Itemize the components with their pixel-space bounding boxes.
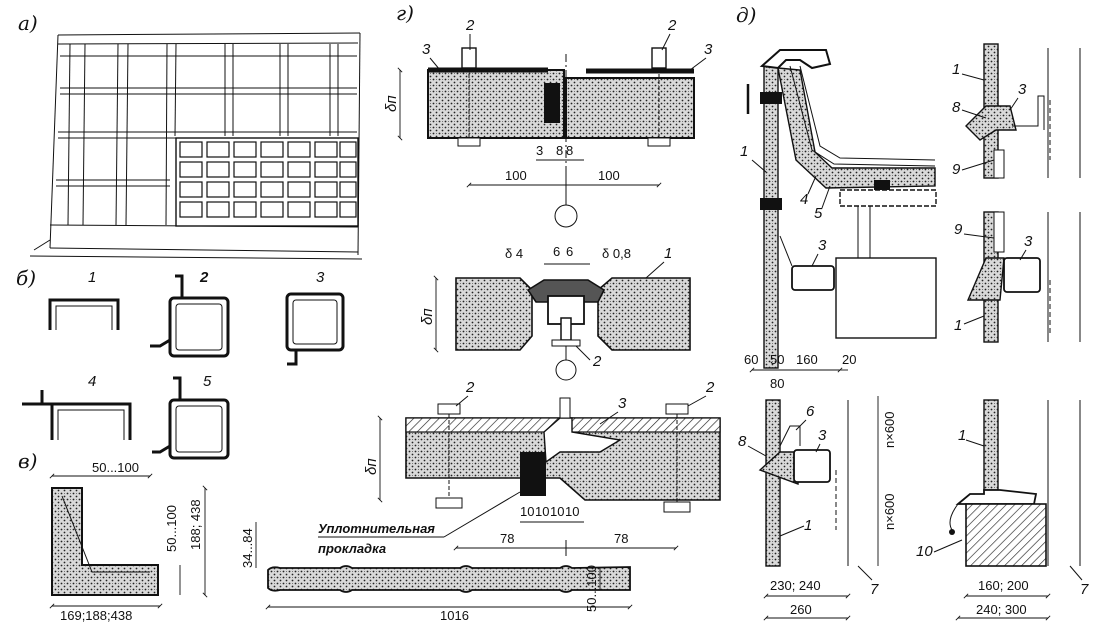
window-head-detail: 9 3 1 xyxy=(954,211,1081,343)
seal-label-line2: прокладка xyxy=(318,541,386,556)
ledger-callout-6: 6 xyxy=(806,403,815,420)
parapet-callout-5: 5 xyxy=(814,205,823,222)
ledger-callout-1: 1 xyxy=(804,517,812,534)
base-callout-1: 1 xyxy=(958,427,966,444)
ledger-callout-3: 3 xyxy=(818,427,827,444)
parapet-callout-3: 3 xyxy=(818,237,827,254)
joint-top-dim-100b: 100 xyxy=(598,168,620,183)
corner-panel xyxy=(51,487,159,596)
ledger-dim-n600-bottom: n×600 xyxy=(882,493,897,530)
joint-bottom-delta: δп xyxy=(363,458,380,475)
seal-label-line1: Уплотнительная xyxy=(318,521,435,536)
joint-bottom-dim-10b: 10 xyxy=(535,504,549,519)
base-detail: 1 10 160; 200 240; 300 7 xyxy=(916,399,1089,621)
joint-top-callout-2a: 2 xyxy=(465,17,475,34)
base-dim-240: 240; 300 xyxy=(976,602,1027,617)
joint-top-dim-3: 3 xyxy=(536,143,543,158)
corner-dim-width: 169;188;438 xyxy=(60,608,132,623)
base-callout-10: 10 xyxy=(916,543,933,560)
window-sill-detail: 1 8 3 9 xyxy=(952,43,1081,179)
sill-callout-9: 9 xyxy=(952,161,961,178)
joint-mid-dim-delta4: δ 4 xyxy=(505,246,523,261)
panel-label-d: д) xyxy=(736,3,756,27)
joint-top-dim-100a: 100 xyxy=(505,168,527,183)
panel-label-v: в) xyxy=(18,449,37,473)
ledger-dim-260: 260 xyxy=(790,602,812,617)
joint-top-callout-2b: 2 xyxy=(667,17,677,34)
head-callout-3: 3 xyxy=(1024,233,1033,250)
joint-top-callout-3a: 3 xyxy=(422,41,431,58)
corner-dim-top: 50...100 xyxy=(92,460,139,475)
sandwich-sheet xyxy=(267,565,631,593)
joint-bottom-dim-78b: 78 xyxy=(614,531,628,546)
parapet-callout-4: 4 xyxy=(800,191,808,208)
corner-dim-side: 50...100 xyxy=(164,505,179,552)
joint-top-dim-8a: 8 xyxy=(556,143,563,158)
parapet-detail: 1 4 5 3 60 50 160 20 80 xyxy=(740,49,937,391)
ledger-dim-n600-top: n×600 xyxy=(882,411,897,448)
facade-drawing: а) xyxy=(18,11,363,260)
joint-mid-dim-6b: 6 xyxy=(566,244,573,259)
profile-box-double-flange xyxy=(168,398,230,460)
profile-label-3: 3 xyxy=(316,269,325,286)
joint-mid-delta: δп xyxy=(419,308,436,325)
profile-box-flanged xyxy=(168,296,230,358)
joint-mid-callout-2: 2 xyxy=(592,353,602,370)
joint-bottom-dim-10c: 10 xyxy=(550,504,564,519)
joint-top: 2 2 3 3 δп 3 8 8 100 100 xyxy=(383,17,713,228)
profile-channel-flanged xyxy=(50,402,132,440)
joint-bottom-dim-78a: 78 xyxy=(500,531,514,546)
corner-dim-height: 188; 438 xyxy=(188,499,203,550)
panel-label-a: а) xyxy=(18,11,38,35)
sheet-dim-profile: 34...84 xyxy=(240,528,255,568)
parapet-dim-20: 20 xyxy=(842,352,856,367)
ledger-detail: n×600 n×600 6 3 8 1 230; 240 260 7 xyxy=(738,396,897,621)
parapet-callout-1: 1 xyxy=(740,143,748,160)
joint-top-callout-3b: 3 xyxy=(704,41,713,58)
parapet-dim-50: 50 xyxy=(770,352,784,367)
profile-label-1: 1 xyxy=(88,269,96,286)
joint-bottom-dim-10a: 10 xyxy=(520,504,534,519)
corner-sheet-drawing: в) 50...100 50...100 188; 438 169;188;43… xyxy=(18,449,633,623)
sill-callout-8: 8 xyxy=(952,99,961,116)
head-callout-9: 9 xyxy=(954,221,963,238)
profile-label-4: 4 xyxy=(88,373,96,390)
joint-bottom-callout-2b: 2 xyxy=(705,379,715,396)
joint-bottom-dim-10d: 10 xyxy=(565,504,579,519)
ledger-callout-8: 8 xyxy=(738,433,747,450)
joint-bottom: δп 2 2 3 10 10 10 10 78 78 Уплотнительна… xyxy=(318,379,721,556)
profile-channel xyxy=(48,298,120,330)
profiles-drawing: б) 1 2 3 4 5 xyxy=(16,266,345,460)
profile-label-2: 2 xyxy=(199,269,209,286)
joint-mid-dim-delta08: δ 0,8 xyxy=(602,246,631,261)
base-dim-160: 160; 200 xyxy=(978,578,1029,593)
profile-box xyxy=(285,292,345,352)
joint-middle: δп δ 4 6 6 δ 0,8 1 2 xyxy=(419,244,691,381)
parapet-dim-160: 160 xyxy=(796,352,818,367)
head-callout-1: 1 xyxy=(954,317,962,334)
joint-mid-dim-6a: 6 xyxy=(553,244,560,259)
joint-mid-callout-1: 1 xyxy=(664,245,672,262)
panel-label-b: б) xyxy=(16,266,36,290)
joint-top-dim-8b: 8 xyxy=(566,143,573,158)
sheet-dim-thickness: 50...100 xyxy=(584,565,599,612)
parapet-dim-60: 60 xyxy=(744,352,758,367)
profile-label-5: 5 xyxy=(203,373,212,390)
sill-callout-1: 1 xyxy=(952,61,960,78)
base-callout-7: 7 xyxy=(1080,581,1089,598)
wall-details-drawing: д) 1 4 5 3 xyxy=(736,3,1089,621)
ledger-callout-7: 7 xyxy=(870,581,879,598)
joint-top-delta: δп xyxy=(383,95,400,112)
parapet-dim-80: 80 xyxy=(770,376,784,391)
sill-callout-3: 3 xyxy=(1018,81,1027,98)
joint-bottom-callout-2a: 2 xyxy=(465,379,475,396)
panel-label-g: г) xyxy=(396,1,414,25)
ledger-dim-230: 230; 240 xyxy=(770,578,821,593)
joint-details-drawing: г) 2 2 3 3 δп xyxy=(318,1,721,556)
sheet-dim-length: 1016 xyxy=(440,608,469,623)
joint-bottom-callout-3: 3 xyxy=(618,395,627,412)
